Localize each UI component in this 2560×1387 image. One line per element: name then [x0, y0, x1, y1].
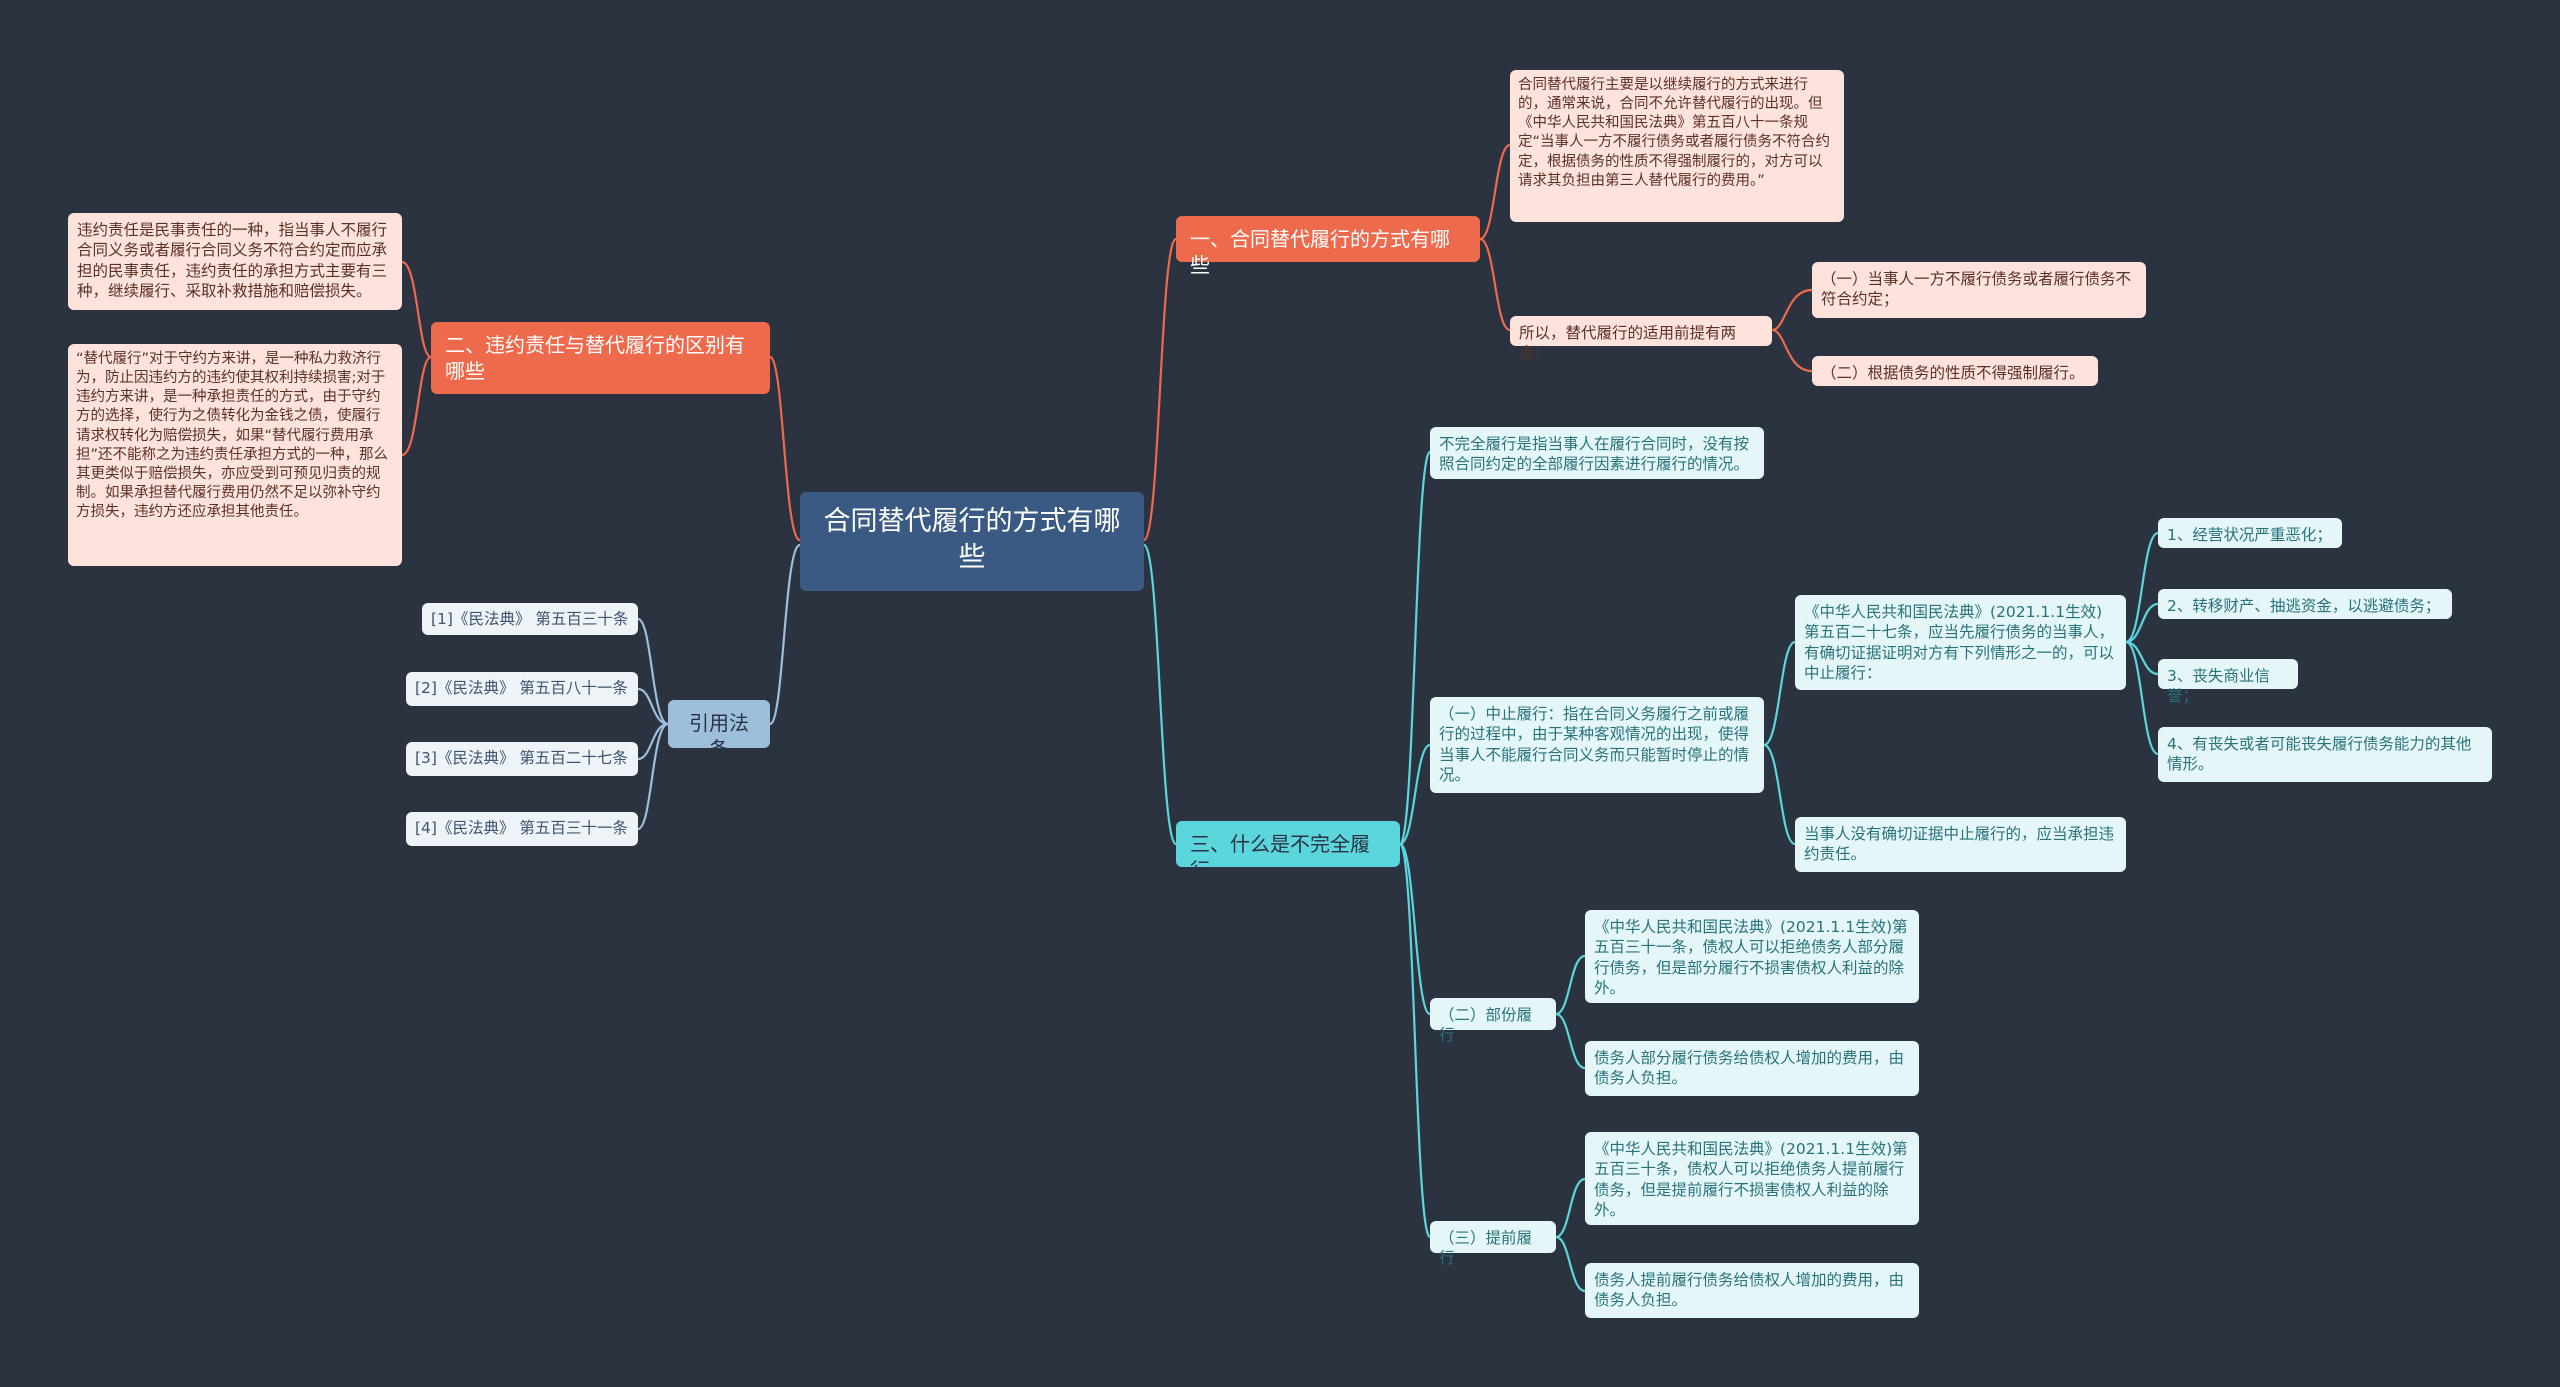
link-early-law	[1555, 1177, 1586, 1239]
link-b2-text2	[401, 355, 432, 457]
condition-1[interactable]: （一）当事人一方不履行债务或者履行债务不符合约定；	[1812, 262, 2146, 318]
topic-early-performance[interactable]: （三）提前履行	[1430, 1221, 1556, 1267]
link-b3-suspend	[1399, 743, 1431, 846]
link-b3-partial	[1398, 842, 1432, 1016]
root-topic[interactable]: 合同替代履行的方式有哪些	[800, 492, 1144, 591]
note-partial-law[interactable]: 《中华人民共和国民法典》(2021.1.1生效)第五百三十一条，债权人可以拒绝债…	[1585, 910, 1919, 1003]
statute-ref-4[interactable]: [4]《民法典》 第五百三十一条	[406, 812, 638, 846]
link-law-item4	[2125, 640, 2159, 756]
note-partial-cost[interactable]: 债务人部分履行债务给债权人增加的费用，由债务人负担。	[1585, 1041, 1919, 1096]
topic-partial-performance[interactable]: （二）部份履行	[1430, 998, 1556, 1044]
link-partial-law	[1555, 954, 1586, 1016]
link-partial-cost	[1555, 1012, 1586, 1070]
note-suspend-law[interactable]: 《中华人民共和国民法典》(2021.1.1生效)第五百二十七条，应当先履行债务的…	[1795, 595, 2126, 690]
link-suspend-law	[1763, 640, 1796, 747]
note-early-cost[interactable]: 债务人提前履行债务给债权人增加的费用，由债务人负担。	[1585, 1263, 1919, 1318]
note-substitute-performance-rule[interactable]: 合同替代履行主要是以继续履行的方式来进行的，通常来说，合同不允许替代履行的出现。…	[1510, 70, 1844, 222]
note-incomplete-definition[interactable]: 不完全履行是指当事人在履行合同时，没有按照合同约定的全部履行因素进行履行的情况。	[1430, 427, 1764, 479]
link-early-cost	[1555, 1235, 1586, 1293]
link-law-item1	[2125, 531, 2159, 644]
link-b3-early	[1398, 842, 1432, 1239]
link-b4-ref4	[637, 722, 669, 831]
condition-2[interactable]: （二）根据债务的性质不得强制履行。	[1812, 356, 2098, 386]
statute-ref-1[interactable]: [1]《民法典》 第五百三十条	[422, 603, 638, 635]
link-b2-text1	[401, 260, 432, 359]
note-substitute-explanation[interactable]: “替代履行”对于守约方来讲，是一种私力救济行为，防止因违约方的违约使其权利持续损…	[68, 344, 402, 566]
link-root-branch1	[1142, 237, 1178, 542]
note-suspend-liability[interactable]: 当事人没有确切证据中止履行的，应当承担违约责任。	[1795, 817, 2126, 872]
suspend-item-2[interactable]: 2、转移财产、抽逃资金，以逃避债务；	[2158, 589, 2452, 619]
link-b1-text1	[1479, 143, 1511, 241]
branch-substitute-performance-methods[interactable]: 一、合同替代履行的方式有哪些	[1176, 216, 1480, 277]
link-law-item2	[2125, 602, 2159, 644]
suspend-item-4[interactable]: 4、有丧失或者可能丧失履行债务能力的其他情形。	[2158, 727, 2492, 782]
link-b4-ref2	[637, 687, 669, 726]
branch-incomplete-performance[interactable]: 三、什么是不完全履行	[1176, 821, 1400, 882]
suspend-item-3[interactable]: 3、丧失商业信誉；	[2158, 659, 2298, 705]
branch-liability-vs-substitute[interactable]: 二、违约责任与替代履行的区别有哪些	[431, 322, 770, 394]
topic-suspend-performance[interactable]: （一）中止履行：指在合同义务履行之前或履行的过程中，由于某种客观情况的出现，使得…	[1430, 697, 1764, 793]
note-breach-liability[interactable]: 违约责任是民事责任的一种，指当事人不履行合同义务或者履行合同义务不符合约定而应承…	[68, 213, 402, 310]
link-b1-text2	[1479, 237, 1511, 332]
statute-ref-3[interactable]: [3]《民法典》 第五百二十七条	[406, 742, 638, 776]
note-early-law[interactable]: 《中华人民共和国民法典》(2021.1.1生效)第五百三十条，债权人可以拒绝债务…	[1585, 1132, 1919, 1225]
link-b1-cond2	[1771, 328, 1813, 373]
link-b1-cond1	[1771, 288, 1813, 332]
link-root-branch3	[1142, 543, 1178, 846]
link-root-branch4	[768, 543, 802, 726]
link-root-branch2	[768, 355, 802, 542]
note-prerequisites[interactable]: 所以，替代履行的适用前提有两点：	[1510, 316, 1772, 362]
branch-cited-statutes[interactable]: 引用法条	[668, 700, 770, 761]
suspend-item-1[interactable]: 1、经营状况严重恶化；	[2158, 518, 2342, 548]
link-b4-ref1	[637, 617, 669, 726]
statute-ref-2[interactable]: [2]《民法典》 第五百八十一条	[406, 672, 638, 706]
link-suspend-liability	[1763, 743, 1796, 846]
link-b3-definition	[1398, 450, 1432, 846]
